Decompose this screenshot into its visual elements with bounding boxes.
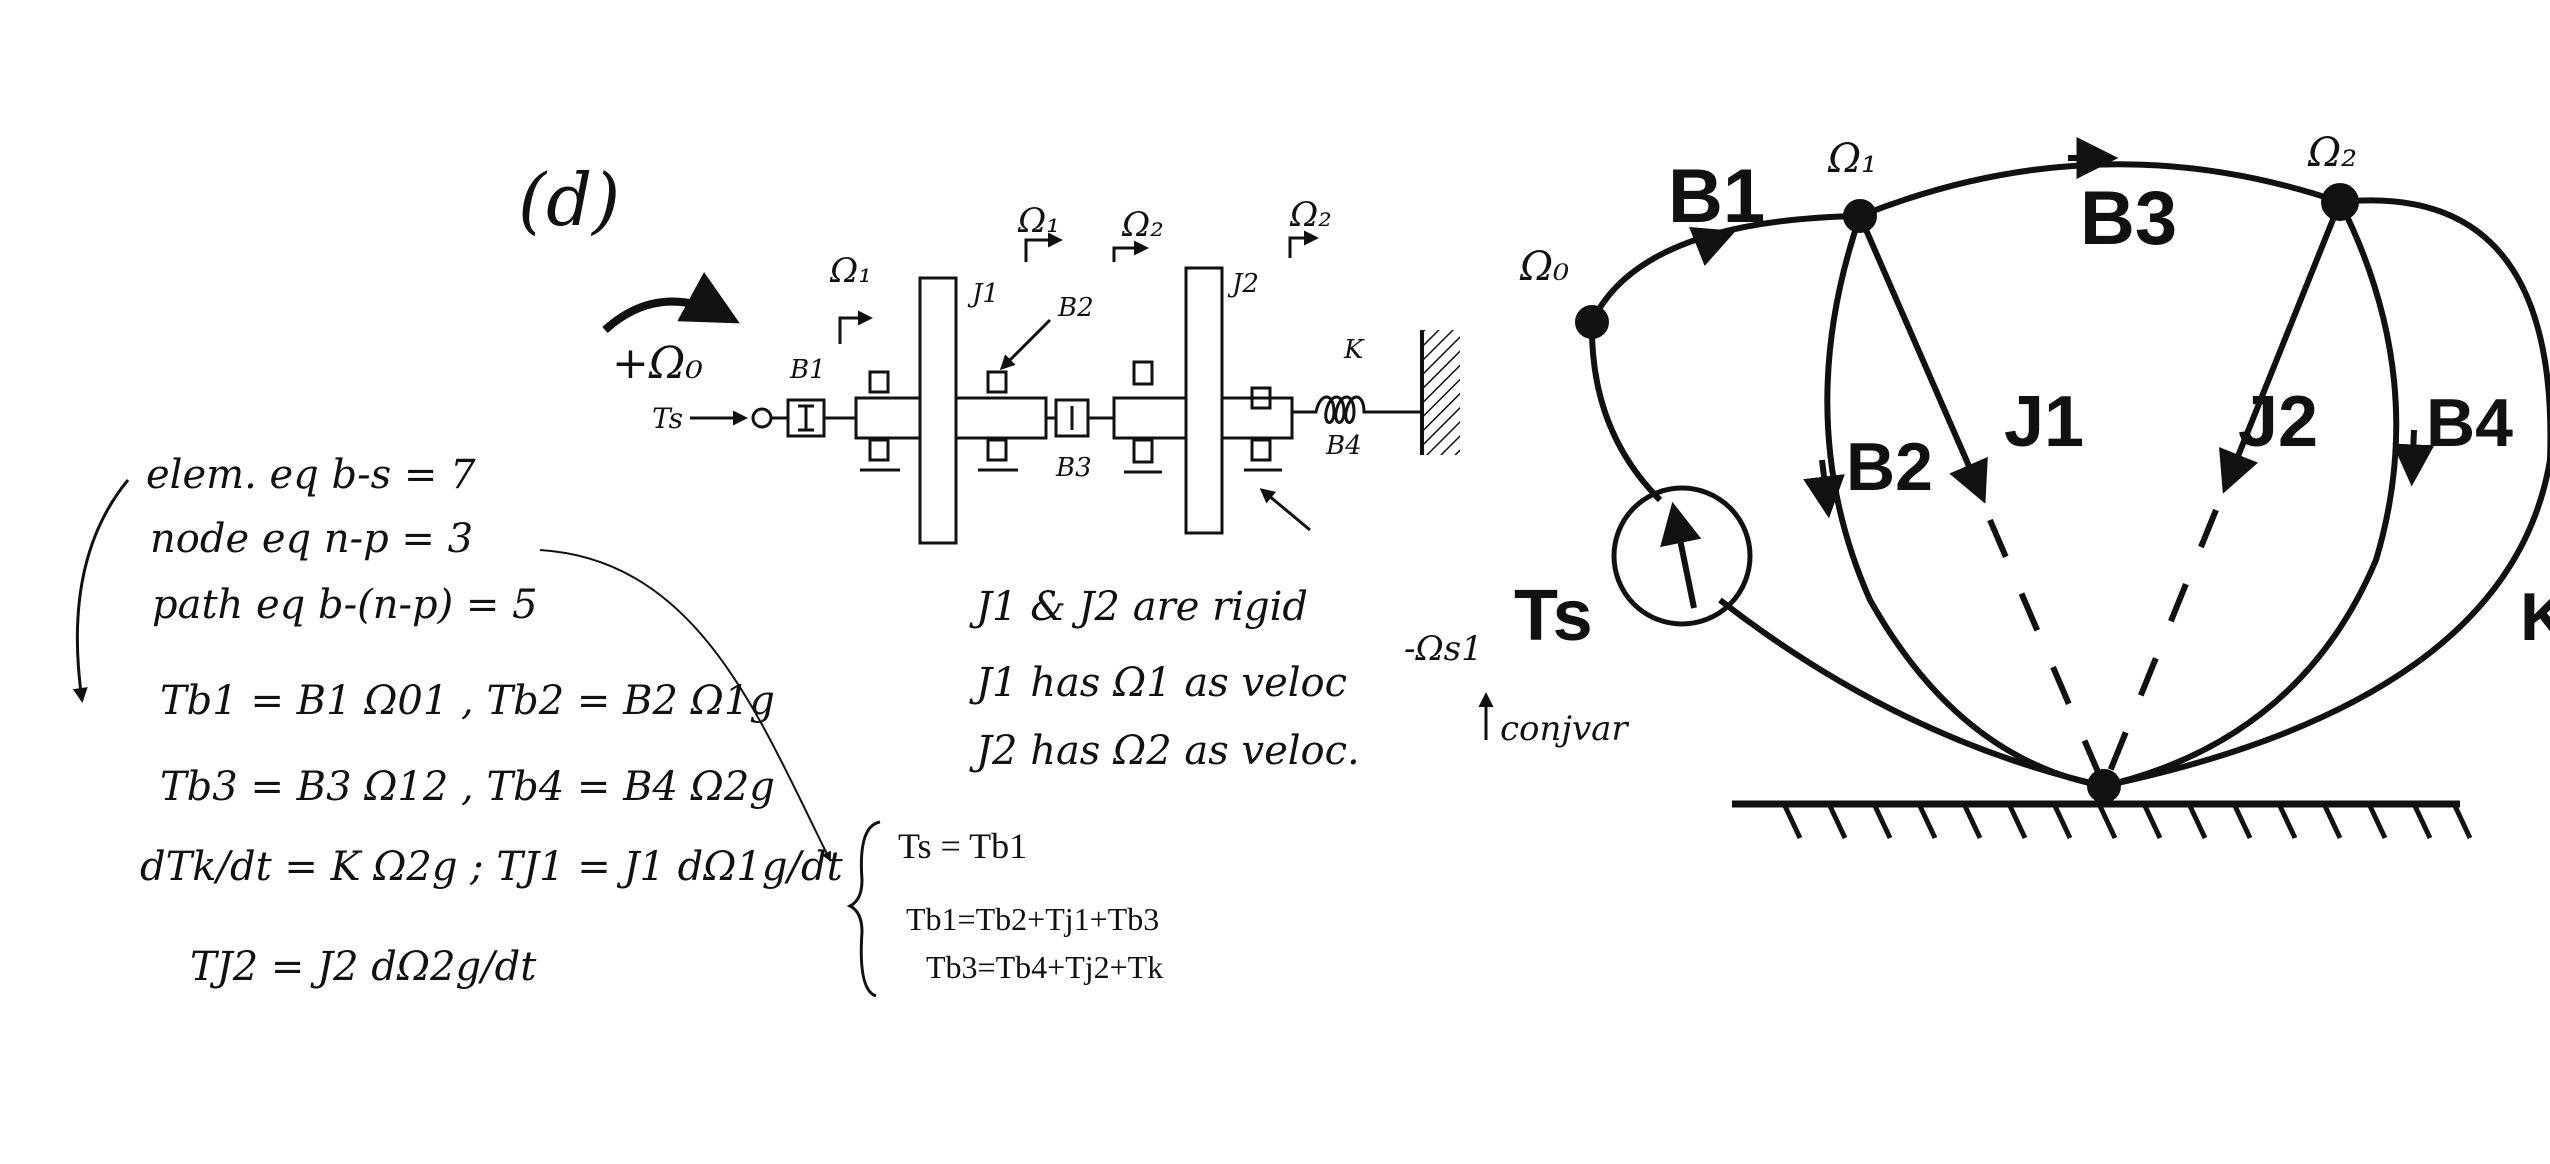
eq-line-7: TJ2 = J2 dΩ2g/dt	[190, 944, 537, 990]
bearing	[1250, 386, 1272, 410]
eq-line-6: dTk/dt = K Ω2g ; TJ1 = J1 dΩ1g/dt	[140, 844, 844, 890]
branch-label-k: K	[2520, 579, 2550, 655]
input-rotation-arrow	[602, 272, 740, 333]
inertia-label-j2: J2	[1227, 269, 1259, 299]
brace	[846, 820, 881, 998]
curved-pointer-right	[539, 549, 831, 862]
branch-b2	[1824, 215, 2105, 789]
branch-label-b3: B3	[2080, 176, 2177, 261]
node-omega1	[1843, 199, 1877, 233]
node-eq-1: Ts = Tb1	[898, 826, 1027, 866]
node-label-omega0: Ω₀	[1519, 244, 1569, 290]
branch-label-b1: B1	[1668, 154, 1765, 239]
part-label: (d)	[518, 158, 620, 242]
note-line-3: J2 has Ω2 as veloc.	[969, 728, 1360, 774]
node-label-omega1: Ω₁	[1827, 136, 1877, 182]
node-ground	[2087, 769, 2121, 803]
velocity-label-3: Ω₂	[1121, 205, 1164, 245]
bearing	[1250, 438, 1272, 462]
source-ts-circle	[1611, 485, 1753, 627]
branch-label-j2: J2	[2238, 382, 2318, 462]
damper-label-b2: B2	[1057, 293, 1094, 323]
input-velocity-label: +Ω₀	[612, 338, 703, 389]
velocity-label-4: Ω₂	[1289, 195, 1332, 235]
inertia-j2	[1184, 266, 1224, 535]
branch-label-j1: J1	[2004, 382, 2084, 462]
branch-b1	[1589, 213, 1861, 324]
linear-graph	[1575, 137, 2550, 840]
velocity-label-2: Ω₁	[1017, 201, 1060, 241]
bearing	[1132, 360, 1154, 386]
bearing	[986, 438, 1008, 462]
eq-line-1: elem. eq b-s = 7	[146, 452, 476, 498]
input-terminal	[751, 407, 773, 429]
note-line-1: J1 & J2 are rigid	[969, 584, 1308, 630]
curved-pointer-left	[72, 479, 130, 703]
velocity-label-1: Ω₁	[829, 251, 872, 291]
branch-label-b2: B2	[1846, 429, 1933, 505]
branch-ts-lower	[1718, 597, 2105, 789]
eq-line-4: Tb1 = B1 Ω01 , Tb2 = B2 Ω1g	[160, 678, 775, 724]
mechanical-schematic	[602, 230, 1460, 545]
bearing	[868, 438, 890, 462]
node-eq-3: Tb3=Tb4+Tj2+Tk	[926, 949, 1163, 985]
damper-label-b1: B1	[789, 355, 826, 385]
node-eq-2: Tb1=Tb2+Tj1+Tb3	[906, 901, 1159, 937]
branch-j1	[1857, 214, 1988, 504]
damper-label-b3: B3	[1055, 453, 1092, 483]
spring-label-k: K	[1343, 335, 1365, 365]
branch-label-b4: B4	[2426, 385, 2513, 461]
node-omega2	[2321, 183, 2359, 221]
source-note-caption: conjvar	[1500, 709, 1629, 749]
eq-line-5: Tb3 = B3 Ω12 , Tb4 = B4 Ω2g	[160, 764, 775, 810]
bearing	[986, 370, 1008, 394]
branch-b4	[2103, 200, 2400, 789]
branch-j2	[2219, 200, 2343, 494]
branch-k	[2103, 197, 2550, 789]
node-label-omega2: Ω₂	[2307, 130, 2357, 176]
note-line-2: J1 has Ω1 as veloc	[969, 660, 1347, 706]
bearing	[1132, 438, 1154, 464]
eq-line-2: node eq n-p = 3	[150, 516, 473, 562]
spring-k	[1292, 395, 1420, 424]
damper-label-b4: B4	[1325, 431, 1362, 461]
bearing	[868, 370, 890, 394]
branch-ts-upper	[1588, 321, 1663, 503]
inertia-j1	[918, 276, 958, 545]
source-note-variable: -Ωs1	[1404, 629, 1483, 669]
source-torque-label: Ts	[652, 402, 683, 435]
eq-line-3: path eq b-(n-p) = 5	[152, 582, 538, 628]
inertia-label-j1: J1	[967, 279, 999, 309]
source-label-ts: Ts	[1514, 576, 1593, 656]
node-omega0	[1575, 305, 1609, 339]
ground-wall	[1424, 330, 1460, 455]
